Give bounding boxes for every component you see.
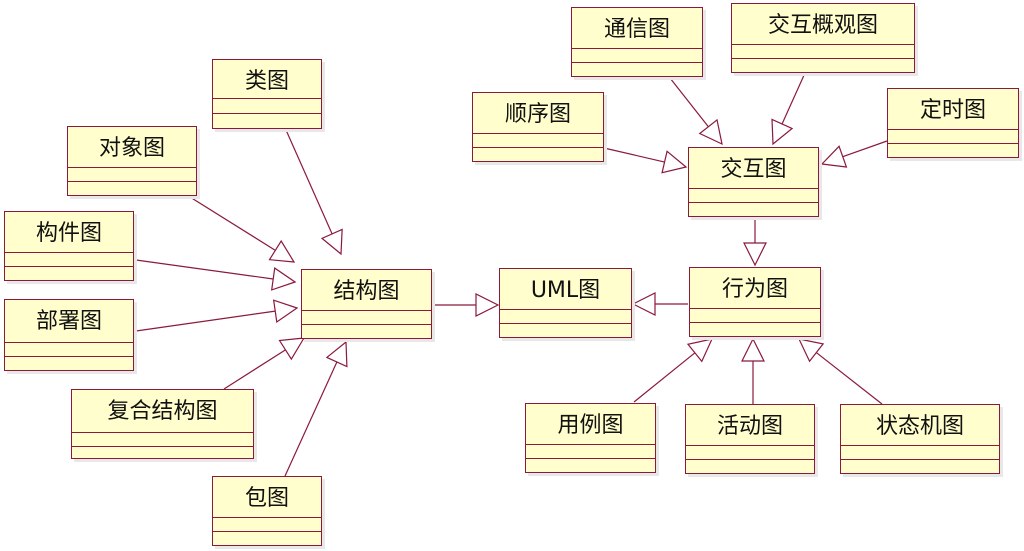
node-divider (5, 342, 133, 343)
node-label: 构件图 (35, 221, 102, 246)
generalization-arrowhead-icon (631, 292, 656, 316)
node-divider (888, 129, 1018, 130)
node-timing-diagram[interactable]: 定时图 (887, 88, 1019, 158)
node-divider (841, 459, 999, 460)
node-divider (841, 445, 999, 446)
generalization-arrowhead-icon (278, 337, 306, 361)
node-label: 定时图 (919, 98, 986, 123)
node-activity-diagram[interactable]: 活动图 (685, 404, 815, 474)
node-label: 对象图 (98, 136, 165, 161)
node-structure-diagram[interactable]: 结构图 (301, 269, 432, 339)
node-label: 类图 (244, 69, 289, 94)
node-composite-structure-diagram[interactable]: 复合结构图 (71, 389, 254, 459)
node-communication-diagram[interactable]: 通信图 (571, 7, 703, 77)
generalization-arrowhead-icon (743, 242, 767, 267)
generalization-arrowhead-icon (661, 150, 688, 174)
generalization-arrowhead-icon (272, 299, 299, 324)
node-divider (5, 356, 133, 357)
edge-component-to-structure (135, 259, 274, 280)
node-divider (473, 147, 603, 148)
node-label: UML图 (530, 278, 601, 303)
node-divider (888, 143, 1018, 144)
node-divider (213, 531, 321, 532)
generalization-arrowhead-icon (797, 338, 825, 363)
node-divider (72, 432, 253, 433)
edge-sequence-to-interaction (603, 147, 665, 163)
generalization-arrowhead-icon (686, 338, 714, 363)
node-label: 交互概观图 (767, 13, 878, 38)
edge-package-to-structure (284, 361, 338, 477)
node-divider (213, 517, 321, 518)
node-label: 通信图 (603, 17, 670, 42)
node-divider (68, 167, 196, 168)
node-label: 活动图 (716, 414, 783, 439)
edge-overview-to-interaction (781, 72, 806, 125)
generalization-arrowhead-icon (325, 340, 348, 368)
generalization-arrowhead-icon (698, 118, 723, 146)
node-divider (690, 308, 820, 309)
node-divider (302, 324, 431, 325)
edge-class-to-structure (285, 129, 333, 235)
node-label: 状态机图 (875, 414, 964, 439)
edge-statemachine-to-behavior (815, 352, 883, 405)
node-label: 包图 (244, 486, 289, 511)
node-divider (302, 310, 431, 311)
generalization-arrowhead-icon (475, 293, 500, 317)
generalization-arrowhead-icon (270, 267, 297, 291)
node-deployment-diagram[interactable]: 部署图 (4, 299, 134, 371)
node-divider (213, 98, 321, 99)
node-divider (690, 322, 820, 323)
node-label: 顺序图 (504, 102, 571, 127)
node-divider (572, 48, 702, 49)
edge-timing-to-interaction (842, 140, 888, 158)
node-label: 复合结构图 (107, 399, 218, 424)
node-label: 交互图 (720, 157, 787, 182)
node-class-diagram[interactable]: 类图 (212, 59, 322, 129)
node-divider (68, 181, 196, 182)
edge-composite-to-structure (223, 349, 286, 390)
generalization-arrowhead-icon (320, 228, 343, 256)
generalization-arrowhead-icon (268, 239, 296, 263)
edge-object-to-structure (189, 196, 276, 251)
node-object-diagram[interactable]: 对象图 (67, 126, 197, 196)
node-divider (5, 266, 133, 267)
node-divider (689, 202, 818, 203)
node-divider (213, 113, 321, 114)
node-divider (686, 459, 814, 460)
edge-deployment-to-structure (135, 310, 276, 332)
edge-usecase-to-behavior (633, 352, 696, 403)
generalization-arrowhead-icon (771, 118, 794, 146)
node-uml-diagram[interactable]: UML图 (499, 268, 632, 338)
node-divider (5, 252, 133, 253)
node-divider (500, 323, 631, 324)
node-divider (689, 188, 818, 189)
node-divider (572, 62, 702, 63)
node-state-machine-diagram[interactable]: 状态机图 (840, 404, 1000, 474)
node-interaction-overview-diagram[interactable]: 交互概观图 (731, 3, 915, 73)
node-label: 结构图 (333, 279, 400, 304)
node-sequence-diagram[interactable]: 顺序图 (472, 92, 604, 162)
node-divider (526, 458, 655, 459)
node-label: 行为图 (721, 277, 788, 302)
node-interaction-diagram[interactable]: 交互图 (688, 147, 819, 217)
node-package-diagram[interactable]: 包图 (212, 476, 322, 546)
node-behavior-diagram[interactable]: 行为图 (689, 267, 821, 337)
edge-communication-to-interaction (669, 77, 709, 128)
node-divider (526, 444, 655, 445)
node-divider (732, 58, 914, 59)
node-divider (72, 446, 253, 447)
node-divider (473, 133, 603, 134)
node-divider (500, 309, 631, 310)
node-divider (686, 445, 814, 446)
node-component-diagram[interactable]: 构件图 (4, 211, 134, 281)
node-label: 部署图 (35, 309, 102, 334)
generalization-arrowhead-icon (820, 145, 848, 168)
node-label: 用例图 (557, 413, 624, 438)
generalization-arrowhead-icon (741, 337, 765, 362)
node-divider (732, 44, 914, 45)
node-use-case-diagram[interactable]: 用例图 (525, 403, 656, 473)
